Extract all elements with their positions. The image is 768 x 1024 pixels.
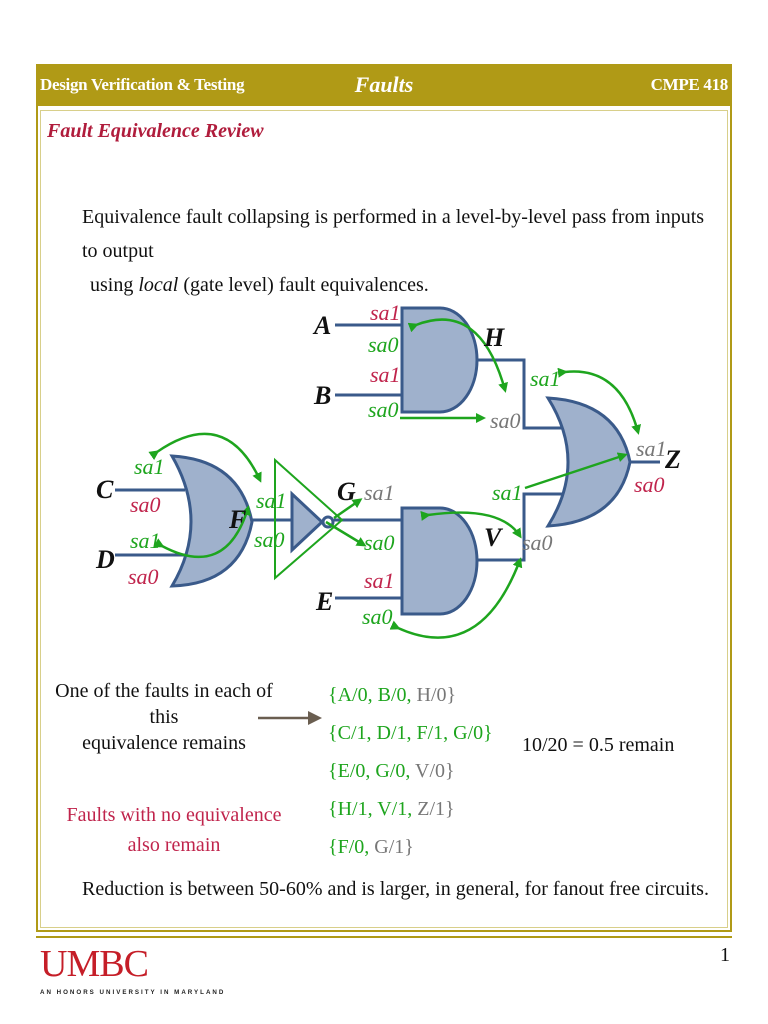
equivalence-class-list: {A/0, B/0, H/0} {C/1, D/1, F/1, G/0} {E/… xyxy=(328,676,493,866)
label-h: H xyxy=(483,323,505,352)
slide-title: Fault Equivalence Review xyxy=(47,120,264,142)
fault-f-sa1: sa1 xyxy=(256,488,287,513)
and-gate-h xyxy=(400,306,479,414)
fault-b-sa0: sa0 xyxy=(368,397,399,422)
fault-g-sa1: sa1 xyxy=(364,480,395,505)
arrow-g-sa0 xyxy=(325,520,367,547)
fault-labels: sa1 sa0 sa1 sa0 sa0 sa1 sa1 sa0 sa1 sa0 … xyxy=(128,300,667,629)
intro-line-1: Equivalence fault collapsing is performe… xyxy=(82,206,705,262)
no-equivalence-line-1: Faults with no equivalence xyxy=(66,804,282,826)
equivalence-label-line-1: One of the faults in each of this xyxy=(55,680,273,728)
no-equivalence-note: Faults with no equivalence also remain xyxy=(64,800,284,860)
arrow-g-sa1 xyxy=(333,498,363,520)
footer-rule xyxy=(36,936,732,938)
fault-v-sa0: sa0 xyxy=(522,530,553,555)
fault-a-sa1: sa1 xyxy=(370,300,401,325)
slide-frame-inner xyxy=(40,110,728,928)
no-equivalence-line-2: also remain xyxy=(127,834,221,856)
intro-line-2-emphasis: local xyxy=(138,274,179,296)
umbc-tagline: AN HONORS UNIVERSITY IN MARYLAND xyxy=(40,989,226,996)
pointer-arrow xyxy=(258,711,322,725)
equivalence-class: {H/1, V/1, Z/1} xyxy=(328,798,455,820)
equivalence-label-line-2: equivalence remains xyxy=(82,732,246,754)
fault-f-sa0: sa0 xyxy=(254,527,285,552)
arrow-a-h xyxy=(407,318,508,393)
intro-line-2-post: (gate level) fault equivalences. xyxy=(178,274,429,296)
umbc-logo: UMBC xyxy=(40,943,149,985)
equivalence-label: One of the faults in each of this equiva… xyxy=(52,678,276,756)
equivalence-class: {C/1, D/1, F/1, G/0} xyxy=(328,722,493,744)
intro-text: Equivalence fault collapsing is performe… xyxy=(82,200,722,302)
fault-v-sa1: sa1 xyxy=(492,480,523,505)
fault-c-sa0: sa0 xyxy=(130,492,161,517)
label-b: B xyxy=(313,381,331,410)
fault-z-sa0: sa0 xyxy=(634,472,665,497)
label-v: V xyxy=(484,523,504,552)
equivalence-class: {F/0, G/1} xyxy=(328,836,414,858)
reduction-note: Reduction is between 50-60% and is large… xyxy=(82,878,709,900)
label-f: F xyxy=(228,505,246,534)
remain-ratio: 10/20 = 0.5 remain xyxy=(522,734,675,756)
equivalence-class: {E/0, G/0, V/0} xyxy=(328,760,455,782)
arrow-g-v xyxy=(420,511,522,539)
inverter-g xyxy=(290,490,325,554)
slide-frame xyxy=(36,106,732,932)
label-z: Z xyxy=(664,445,681,474)
fault-h-sa1: sa1 xyxy=(530,366,561,391)
course-code: CMPE 418 xyxy=(650,75,729,94)
fault-e-sa1: sa1 xyxy=(364,568,395,593)
label-c: C xyxy=(96,475,114,504)
fault-c-sa1: sa1 xyxy=(134,454,165,479)
inverter-highlight xyxy=(274,457,344,581)
arrow-c-f xyxy=(148,432,262,483)
fault-d-sa1: sa1 xyxy=(130,528,161,553)
fault-g-sa0: sa0 xyxy=(364,530,395,555)
equivalence-class: {A/0, B/0, H/0} xyxy=(328,684,457,706)
and-gate-v xyxy=(400,506,479,616)
course-title: Design Verification & Testing xyxy=(40,75,245,94)
signal-labels: A B H C D F G E V Z xyxy=(95,311,681,616)
equivalence-arrows xyxy=(148,318,641,639)
fault-d-sa0: sa0 xyxy=(128,564,159,589)
page-number: 1 xyxy=(720,944,730,966)
arrow-e-v xyxy=(389,557,523,639)
intro-line-2: using local (gate level) fault equivalen… xyxy=(82,268,722,302)
arrow-v-z xyxy=(524,452,628,490)
or-gate-z xyxy=(545,396,632,528)
label-d: D xyxy=(95,545,115,574)
slide-header: Design Verification & Testing Faults CMP… xyxy=(36,64,732,106)
label-g: G xyxy=(337,477,356,506)
label-a: A xyxy=(312,311,331,340)
top-margin xyxy=(0,0,768,62)
label-e: E xyxy=(315,587,333,616)
arrow-h-z xyxy=(557,367,641,435)
fault-e-sa0: sa0 xyxy=(362,604,393,629)
fault-b-sa1: sa1 xyxy=(370,362,401,387)
gates xyxy=(169,306,632,616)
fault-z-sa1: sa1 xyxy=(636,436,667,461)
fault-h-sa0: sa0 xyxy=(490,408,521,433)
intro-line-2-pre: using xyxy=(90,274,139,296)
arrow-d-f xyxy=(153,505,251,559)
fault-a-sa0: sa0 xyxy=(368,332,399,357)
